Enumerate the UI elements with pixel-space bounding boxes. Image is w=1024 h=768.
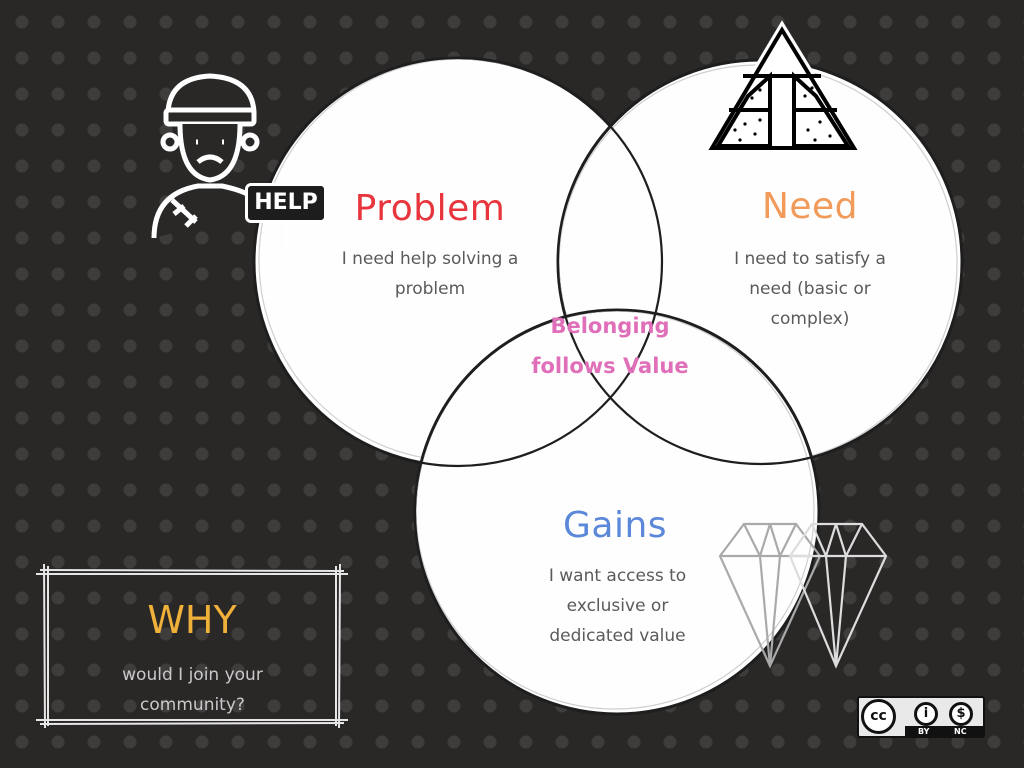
why-description: would I join your community? <box>122 665 263 715</box>
overlap-outlines <box>252 56 964 716</box>
center-label: Belonging follows Value <box>531 314 689 378</box>
cc-license-badge: cc i $ BY NC <box>857 696 985 738</box>
problem-description: I need help solving a problem <box>341 249 519 299</box>
gains-heading: Gains <box>562 505 668 546</box>
help-sign: HELP <box>245 183 327 223</box>
noncommercial-icon: $ <box>949 702 973 726</box>
attribution-icon: i <box>914 702 938 726</box>
cc-icon: cc <box>861 699 896 734</box>
gains-description: I want access to exclusive or dedicated … <box>548 566 687 646</box>
why-heading: WHY <box>147 598 237 642</box>
need-heading: Need <box>761 186 859 227</box>
person-with-help-sign-icon <box>151 73 290 252</box>
problem-heading: Problem <box>354 188 506 229</box>
nc-label: NC <box>954 727 967 736</box>
need-description: I need to satisfy a need (basic or compl… <box>734 249 886 329</box>
why-box-frame <box>36 563 348 729</box>
diamond-icon <box>718 522 888 669</box>
by-label: BY <box>918 727 930 736</box>
pyramid-icon <box>702 20 864 153</box>
